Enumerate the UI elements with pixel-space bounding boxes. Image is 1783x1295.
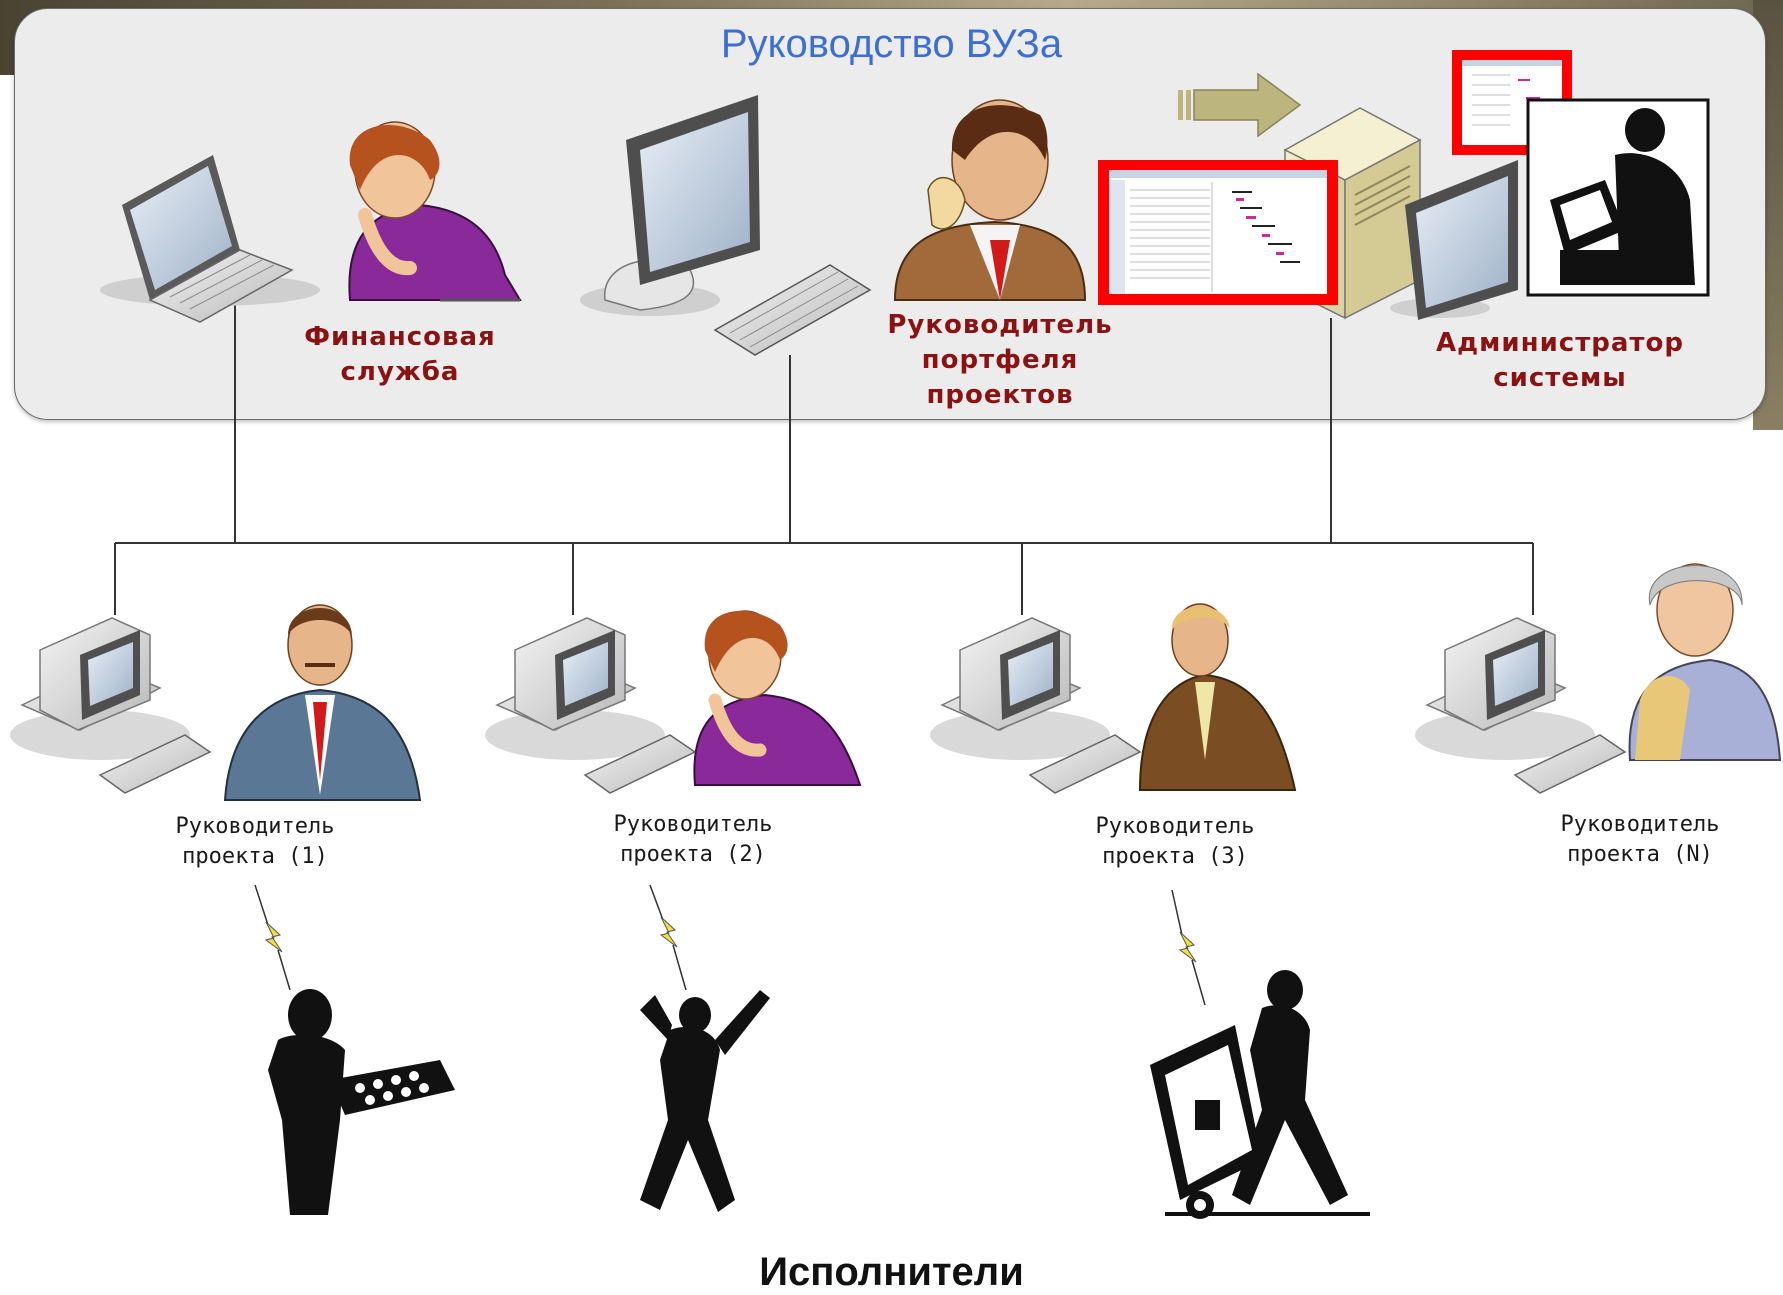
- finance-service-label: Финансовая служба: [270, 320, 530, 390]
- executor-mover-icon: [1150, 970, 1370, 1219]
- finance-woman-icon: [349, 122, 520, 300]
- project-manager-3-icon: [1140, 604, 1295, 790]
- workstation-n-icon: [1415, 618, 1625, 793]
- workstation-3-icon: [930, 618, 1140, 793]
- workstation-1-icon: [10, 618, 210, 793]
- workstation-2-icon: [485, 618, 695, 793]
- project-manager-1-label: Руководитель проекта (1): [130, 812, 380, 872]
- system-admin-label: Администратор системы: [1410, 326, 1710, 396]
- lightning-icon: [266, 922, 282, 952]
- portfolio-manager-label: Руководитель портфеля проектов: [860, 308, 1140, 413]
- administrator-icon: [1528, 100, 1708, 295]
- project-manager-3-label: Руководитель проекта (3): [1050, 812, 1300, 872]
- arrow-icon: [1178, 74, 1300, 136]
- lightning-icon: [661, 917, 677, 947]
- panel-title: Руководство ВУЗа: [0, 22, 1783, 67]
- lightning-links: [255, 885, 1205, 1005]
- monitor-icon: [580, 95, 760, 316]
- project-manager-1-icon: [225, 605, 420, 800]
- project-manager-2-icon: [694, 611, 860, 785]
- project-manager-2-label: Руководитель проекта (2): [568, 810, 818, 870]
- project-manager-n-icon: [1630, 564, 1780, 760]
- laptop-icon: [100, 155, 320, 322]
- executor-pitcher-icon: [640, 990, 770, 1212]
- executors-label: Исполнители: [0, 1250, 1783, 1295]
- gantt-screenshot-large: [1098, 160, 1338, 305]
- project-manager-n-label: Руководитель проекта (N): [1515, 810, 1765, 870]
- portfolio-manager-icon: [895, 100, 1085, 300]
- keyboard-icon: [715, 265, 870, 355]
- lightning-icon: [1180, 932, 1196, 962]
- executor-baker-icon: [268, 989, 455, 1215]
